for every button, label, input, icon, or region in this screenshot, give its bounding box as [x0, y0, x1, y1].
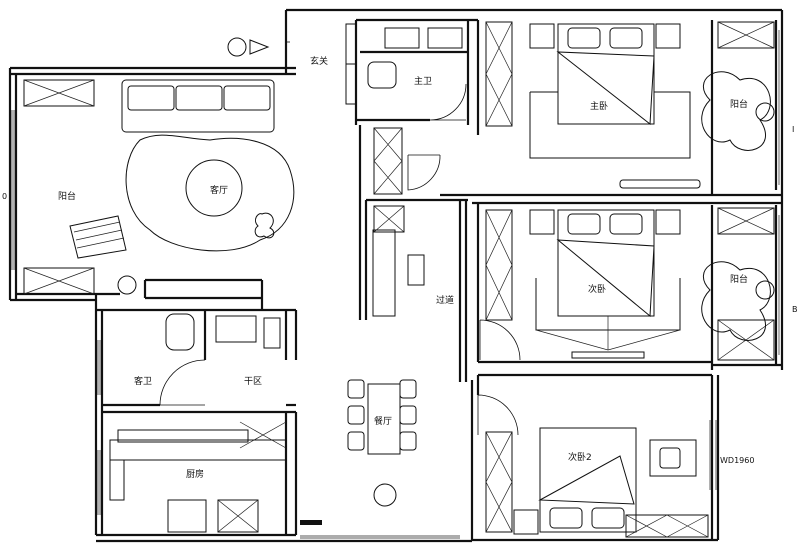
doors	[159, 41, 521, 436]
label-master-bedroom: 主卧	[590, 100, 608, 112]
label-balcony-1: 阳台	[730, 98, 748, 110]
label-entrance: 玄关	[310, 55, 328, 67]
label-dry-area: 干区	[244, 376, 262, 387]
label-third-bedroom: 次卧2	[568, 451, 592, 463]
label-guest-bath: 客卫	[134, 375, 152, 387]
label-balcony-2: 阳台	[730, 273, 748, 285]
beds	[513, 23, 697, 535]
label-second-bedroom: 次卧	[588, 283, 606, 295]
dining-furniture	[300, 379, 417, 525]
living-furniture	[69, 79, 425, 317]
label-corridor: 过道	[436, 294, 454, 306]
label-kitchen: 厨房	[186, 468, 204, 480]
label-dining-room: 餐厅	[374, 415, 392, 427]
label-balcony-west: 阳台	[58, 190, 76, 202]
walls	[8, 8, 784, 543]
windows	[11, 30, 780, 539]
fixtures	[109, 27, 463, 533]
wardrobes	[23, 21, 775, 538]
label-master-bath: 主卫	[414, 75, 432, 87]
right-edge-mark-2: B	[792, 305, 798, 314]
right-edge-mark-1: I	[792, 125, 794, 134]
edge-labels: WD1960 0 I B	[2, 125, 798, 465]
label-living-room: 客厅	[210, 184, 228, 196]
decor	[227, 37, 775, 341]
dimension-tag: WD1960	[720, 456, 754, 465]
room-labels: 玄关 主卫 主卧 阳台 阳台 客厅 次卧 阳台 过道 客卫 干区 餐厅 厨房 次…	[58, 55, 748, 480]
left-edge-mark: 0	[2, 192, 7, 201]
